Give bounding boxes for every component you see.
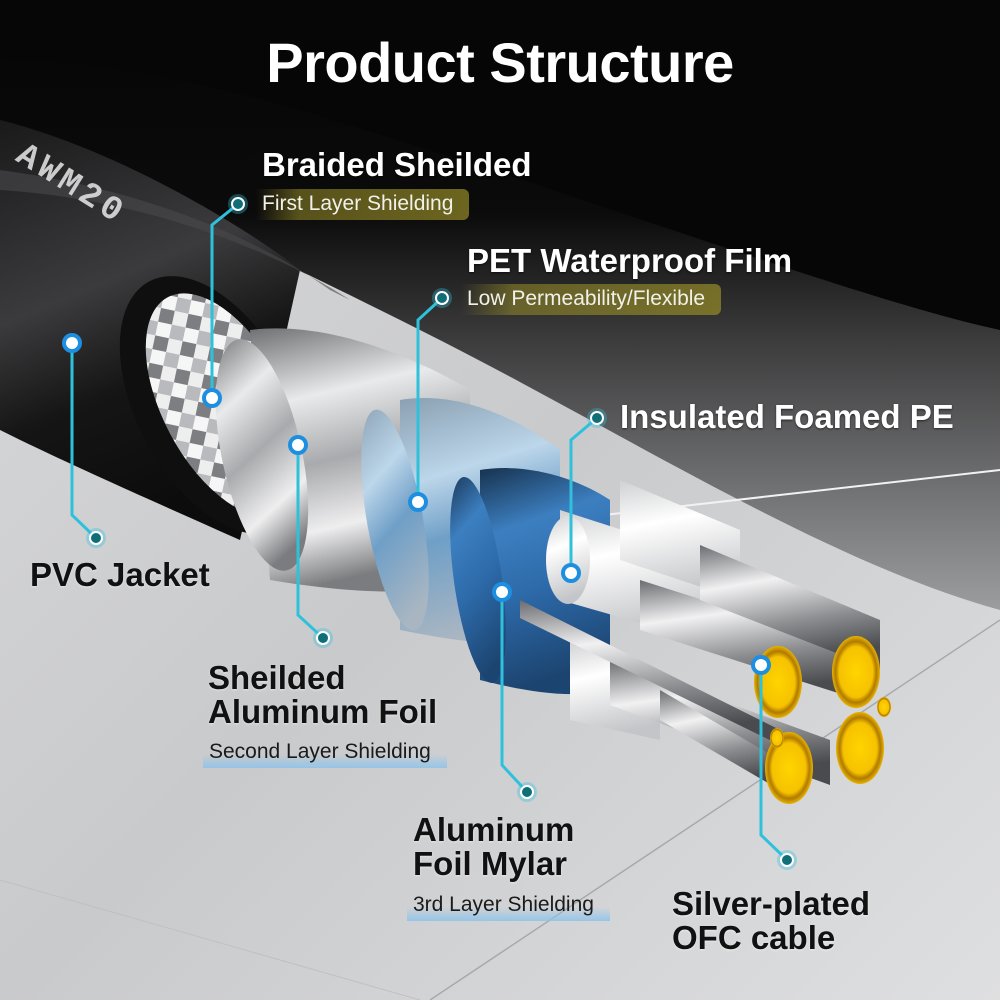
end-marker-icon	[777, 850, 797, 870]
leader-line-pet	[416, 296, 444, 502]
leader-line-foil	[296, 445, 325, 640]
page-title: Product Structure	[266, 31, 734, 94]
gold-conductor-end	[832, 636, 880, 708]
leader-line-ofc	[759, 665, 789, 862]
conductor-rod	[700, 545, 880, 670]
callout-pet-subtitle: Low Permeability/Flexible	[461, 284, 722, 315]
gold-conductor-end	[836, 712, 884, 784]
foamed-pe-end	[546, 516, 590, 604]
callout-marker-icon	[492, 582, 512, 602]
callout-foamed-title: Insulated Foamed PE	[620, 398, 954, 435]
leader-line-mylar	[500, 592, 529, 794]
callout-braided-subtitle: First Layer Shielding	[256, 189, 470, 220]
callout-pet-title: PET Waterproof Film	[467, 242, 793, 279]
callout-marker-icon	[62, 333, 82, 353]
callout-mylar-title-line1: Aluminum	[413, 811, 575, 848]
callout-foil-title-line1: Sheilded	[208, 659, 346, 696]
pet-film-end	[361, 409, 429, 631]
backdrop-shadow	[0, 0, 1000, 330]
end-marker-icon	[587, 408, 607, 428]
gold-drain-end	[770, 728, 784, 748]
drain-wire	[520, 600, 780, 745]
callout-pvc-title: PVC Jacket	[30, 556, 210, 593]
callout-ofc-title-line2: OFC cable	[672, 919, 836, 956]
leader-line-braided	[210, 202, 239, 398]
end-marker-icon	[228, 194, 248, 214]
start-markers	[62, 333, 771, 675]
callout-marker-icon	[288, 435, 308, 455]
leader-line-foamed	[569, 416, 598, 573]
jacket-highlight	[0, 170, 350, 300]
callout-foil-subtitle: Second Layer Shielding	[203, 737, 447, 768]
mylar-end	[450, 476, 506, 684]
callout-foil-title-line2: Aluminum Foil	[208, 693, 438, 730]
callout-braided-title: Braided Sheilded	[262, 146, 532, 183]
end-marker-icon	[517, 782, 537, 802]
callout-ofc-title-line1: Silver-plated	[672, 885, 871, 922]
end-markers	[86, 194, 797, 870]
end-marker-icon	[432, 288, 452, 308]
callout-marker-icon	[202, 388, 222, 408]
callout-marker-icon	[408, 492, 428, 512]
floor-edge-line	[0, 879, 421, 1000]
end-marker-icon	[313, 628, 333, 648]
callout-mylar-title-line2: Foil Mylar	[413, 845, 568, 882]
callout-marker-icon	[561, 563, 581, 583]
end-marker-icon	[86, 528, 106, 548]
conductor-rod	[640, 580, 860, 700]
gold-drain-end	[877, 697, 891, 717]
callout-marker-icon	[751, 655, 771, 675]
leader-line-pvc	[70, 343, 98, 540]
gold-conductor-end	[765, 732, 813, 804]
floor-edge-line	[429, 619, 1000, 1000]
aluminum-foil-end	[215, 339, 309, 571]
callout-mylar-subtitle: 3rd Layer Shielding	[407, 890, 610, 921]
conductor-rod	[660, 690, 780, 790]
leader-lines	[70, 202, 789, 862]
